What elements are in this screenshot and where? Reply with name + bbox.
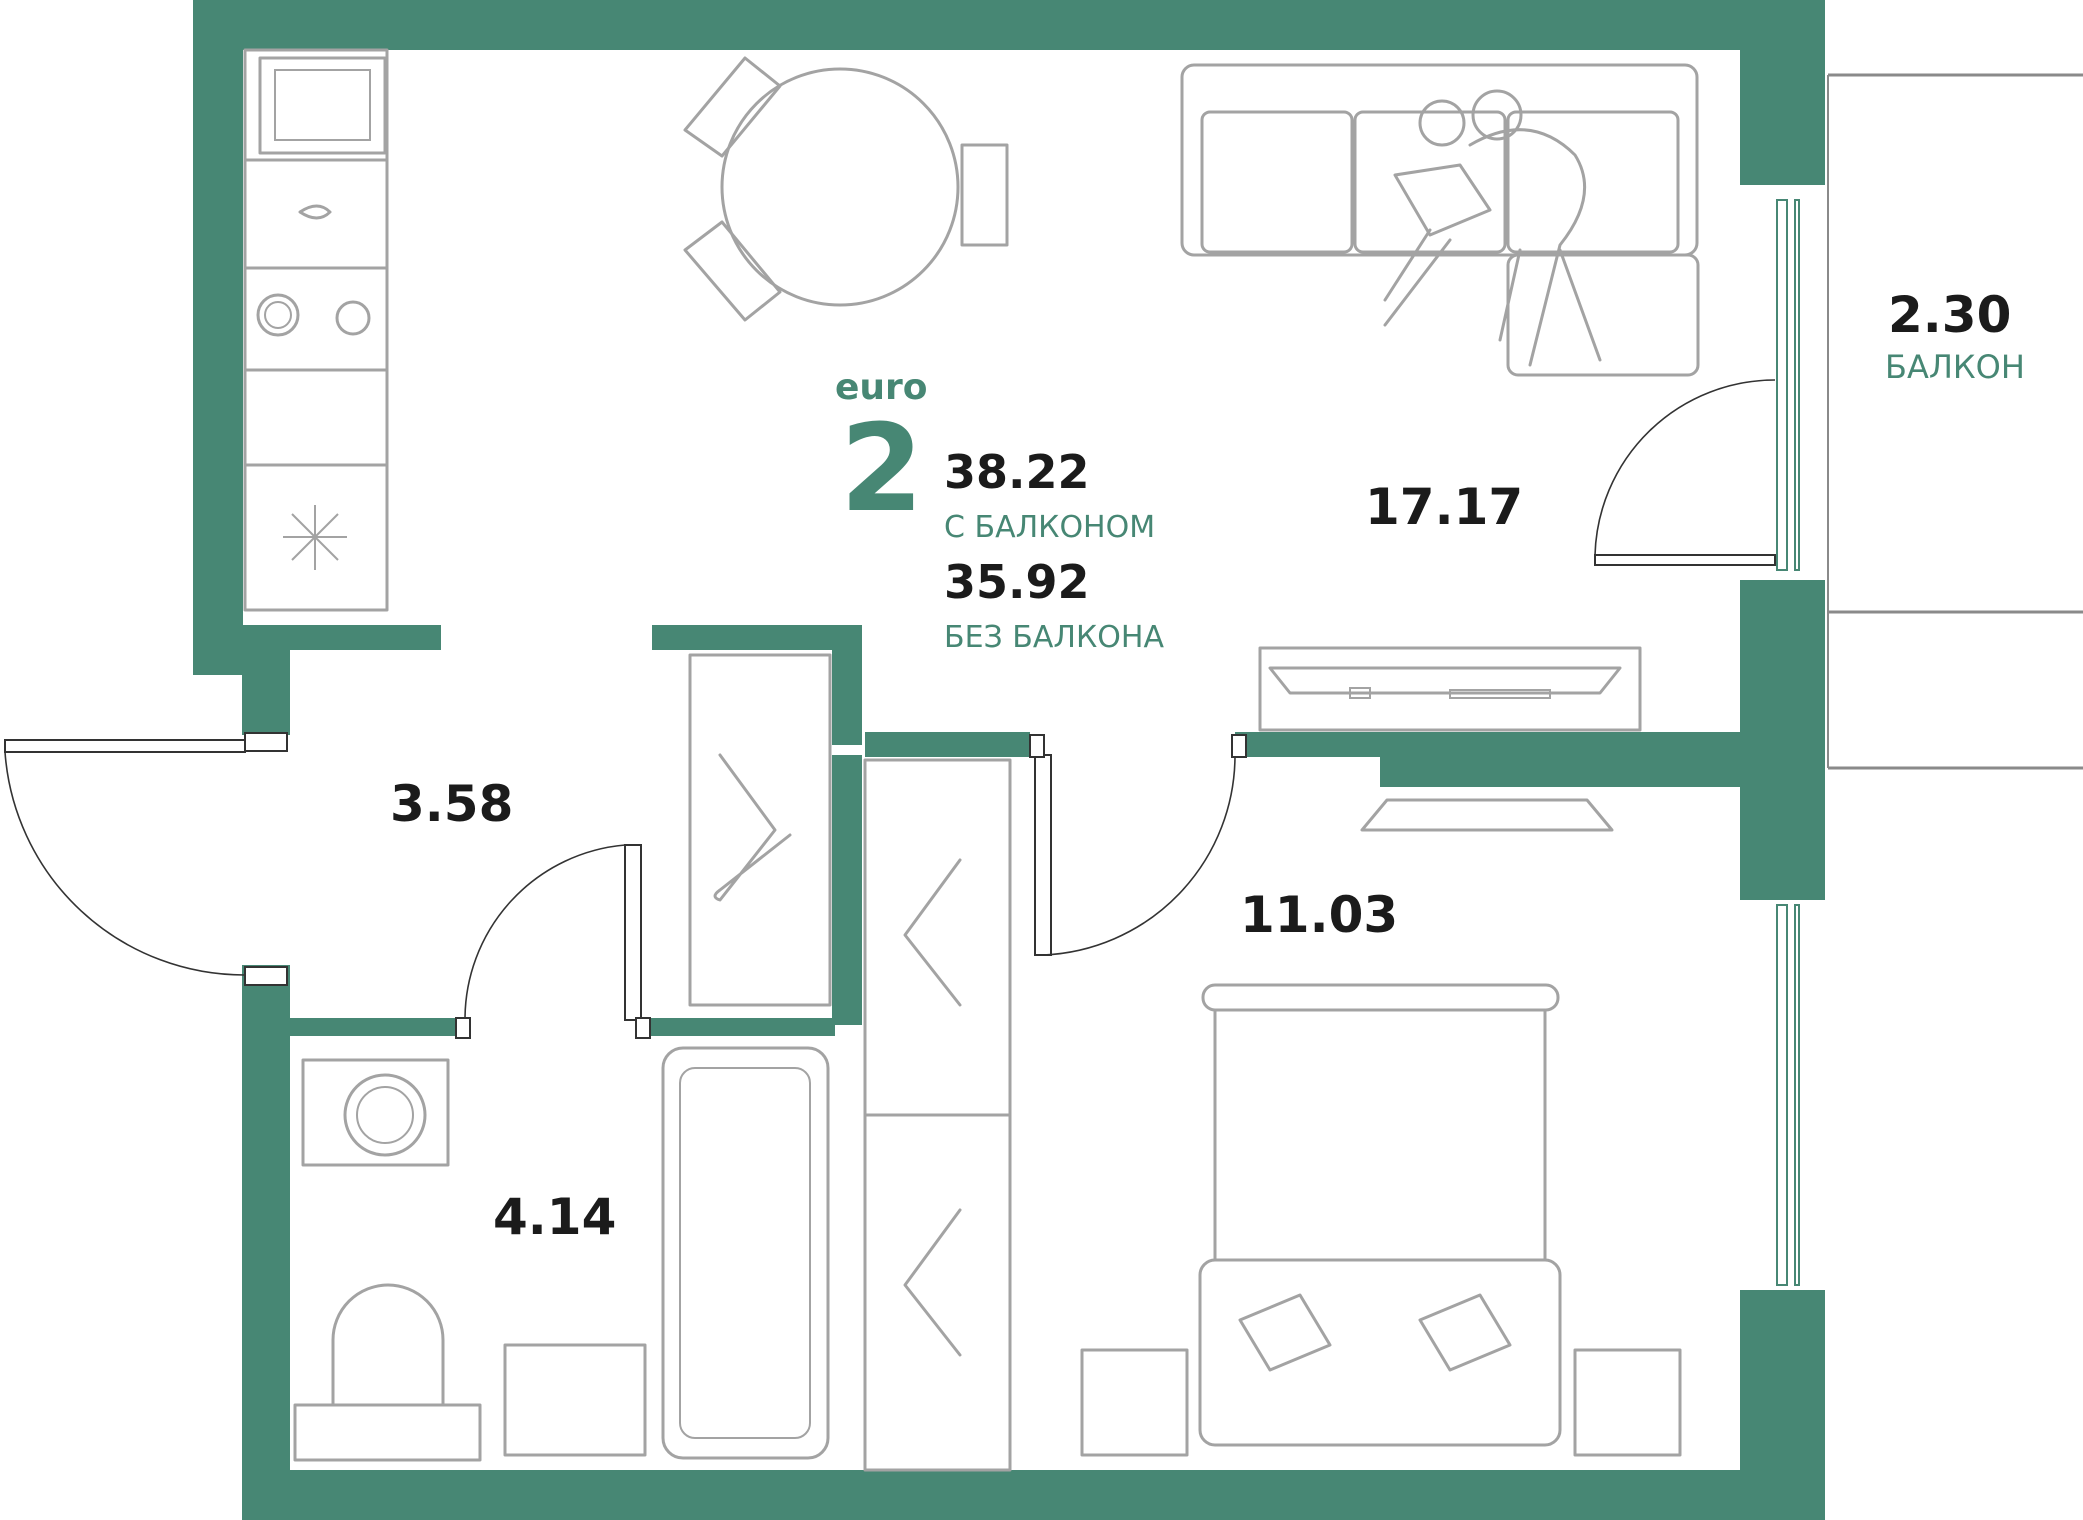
washing-machine [301,1058,450,1167]
area-without-balcony-value: 35.92 [944,555,1090,609]
bedroom-tv [1360,798,1614,832]
rooms-count: 2 [840,400,924,539]
people-figure [1383,89,1602,367]
sofa [1180,63,1700,377]
kitchen-unit [243,48,389,612]
bed [1198,983,1562,1447]
snowflake-icon [283,505,347,570]
dining-table [683,56,1009,322]
bedroom-wardrobe [863,758,1012,1472]
room-area-bedroom: 11.03 [1240,886,1399,944]
room-area-hallway: 3.58 [390,775,514,833]
area-with-balcony-value: 38.22 [944,445,1090,499]
sink [503,1343,647,1457]
plan-type-label: euro [835,367,928,408]
bathtub [661,1046,830,1460]
doors [4,379,1776,1039]
balcony [1827,73,2083,770]
toilet [293,1283,482,1462]
nightstands [1080,1348,1682,1457]
walls [193,0,1825,1520]
room-area-bathroom: 4.14 [493,1188,617,1246]
area-without-balcony-caption: БЕЗ БАЛКОНА [944,620,1164,655]
hallway-wardrobe [688,653,832,1007]
room-name-balcony: БАЛКОН [1885,348,2025,386]
tv-stand [1258,646,1642,732]
room-area-living: 17.17 [1365,478,1524,536]
windows [1776,199,1800,1286]
room-area-balcony: 2.30 [1888,286,2012,344]
area-with-balcony-caption: С БАЛКОНОМ [944,510,1156,545]
